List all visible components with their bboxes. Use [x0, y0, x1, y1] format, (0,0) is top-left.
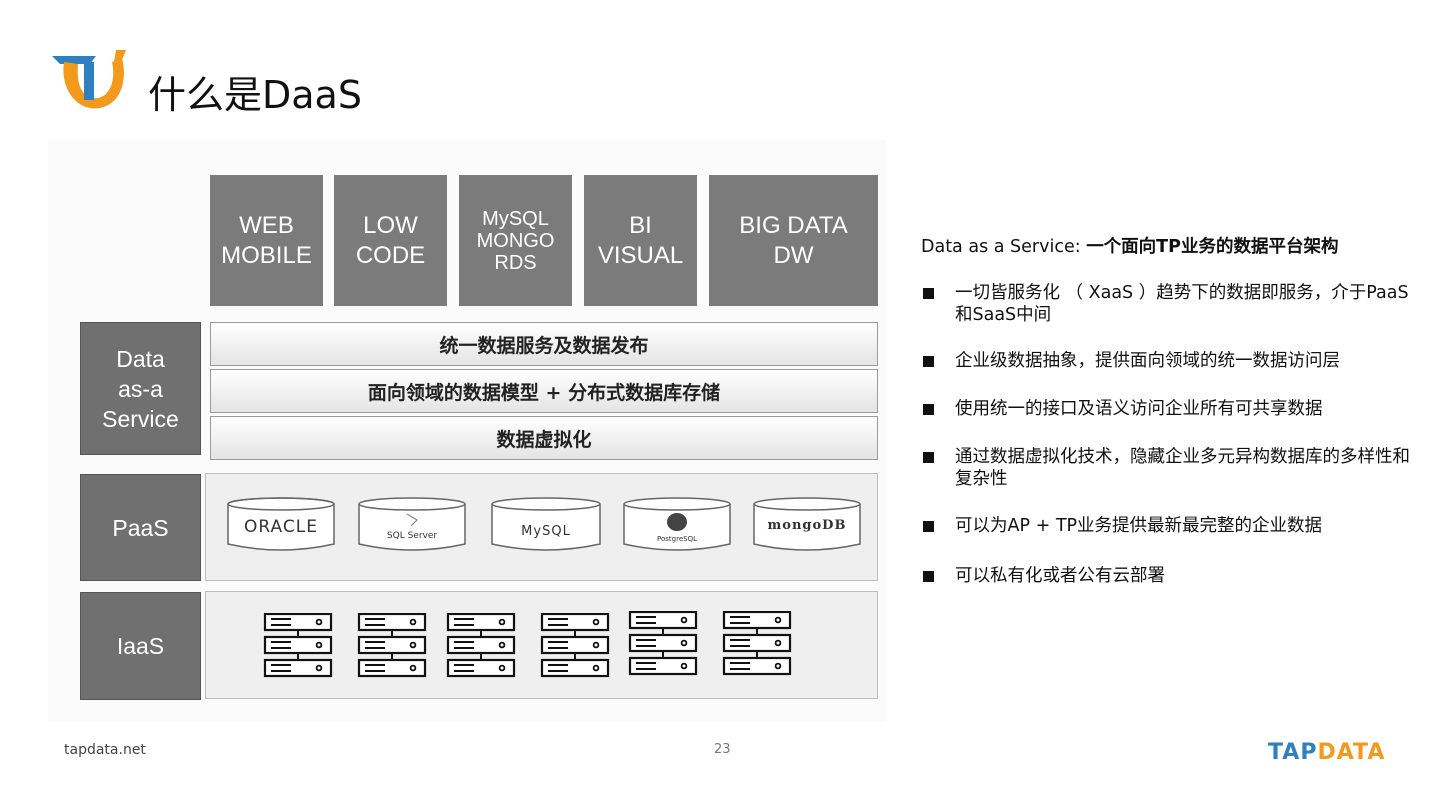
app-box-big-data-dw: BIG DATA DW [709, 175, 878, 306]
server-rack-icon [357, 612, 427, 679]
footer-site: tapdata.net [64, 742, 146, 758]
app-line: BI [629, 211, 652, 239]
oracle-db: ORACLE [226, 496, 336, 554]
list-item: 使用统一的接口及语义访问企业所有可共享数据 [921, 398, 1426, 420]
band-unified-data-service: 统一数据服务及数据发布 [210, 322, 878, 366]
layer-label-text: IaaS [116, 633, 165, 659]
server-rack-icon [540, 612, 610, 679]
list-item: 通过数据虚拟化技术，隐藏企业多元异构数据库的多样性和复杂性 [921, 446, 1426, 490]
app-line: MOBILE [221, 241, 312, 269]
app-line: MONGO [476, 229, 555, 252]
page-number: 23 [714, 742, 731, 757]
server-rack-icon [722, 610, 792, 677]
app-line: LOW [363, 211, 418, 239]
server-rack-icon [263, 612, 333, 679]
app-line: CODE [355, 241, 426, 269]
layer-label-line: Service [102, 405, 179, 432]
layer-label-iaas: IaaS [80, 592, 201, 700]
brand-wordmark: TAPDATA [1268, 740, 1385, 765]
list-item: 可以私有化或者公有云部署 [921, 565, 1426, 587]
heading-strong: 一个面向TP业务的数据平台架构 [1086, 237, 1339, 257]
mysql-logo: MySQL [521, 524, 571, 539]
band-domain-data-model: 面向领域的数据模型 + 分布式数据库存储 [210, 369, 878, 413]
app-line: RDS [494, 251, 537, 274]
server-rack-icon [446, 612, 516, 679]
app-line: DW [773, 241, 814, 269]
app-box-mysql-mongo-rds: MySQL MONGO RDS [459, 175, 572, 306]
layer-label-line: Data [116, 345, 165, 372]
mongodb-logo: mongoDB [767, 518, 847, 533]
right-heading: Data as a Service: 一个面向TP业务的数据平台架构 [921, 233, 1338, 258]
brand-part-2: DATA [1317, 740, 1386, 765]
list-item: 企业级数据抽象，提供面向领域的统一数据访问层 [921, 350, 1426, 372]
sqlserver-db: SQL Server [357, 496, 467, 554]
layer-label-text: PaaS [112, 514, 169, 541]
heading-prefix: Data as a Service: [921, 237, 1087, 257]
oracle-logo: ORACLE [244, 517, 318, 537]
list-item: 一切皆服务化 （ XaaS ）趋势下的数据即服务，介于PaaS和SaaS中间 [921, 282, 1426, 326]
server-rack-icon [628, 610, 698, 677]
feature-list: 一切皆服务化 （ XaaS ）趋势下的数据即服务，介于PaaS和SaaS中间 企… [921, 282, 1426, 587]
app-line: WEB [239, 211, 294, 239]
app-box-bi-visual: BI VISUAL [584, 175, 697, 306]
postgresql-logo: PostgreSQL [657, 535, 697, 543]
app-line: VISUAL [597, 241, 684, 269]
mysql-db: MySQL [490, 496, 602, 554]
layer-label-paas: PaaS [80, 474, 201, 581]
mongodb-db: mongoDB [752, 496, 862, 554]
app-line: MySQL [482, 207, 549, 230]
app-box-low-code: LOW CODE [334, 175, 447, 306]
layer-label-line: as-a [118, 375, 163, 402]
page-title: 什么是DaaS [148, 73, 362, 117]
postgresql-db: PostgreSQL [622, 496, 732, 554]
layer-label-daas: Data as-a Service [80, 322, 201, 455]
brand-part-1: TAP [1268, 740, 1318, 765]
tapdata-logo-icon [50, 50, 130, 116]
sqlserver-logo: SQL Server [386, 531, 438, 541]
app-line: BIG DATA [739, 211, 848, 239]
app-box-web-mobile: WEB MOBILE [210, 175, 323, 306]
band-data-virtualization: 数据虚拟化 [210, 416, 878, 460]
list-item: 可以为AP + TP业务提供最新最完整的企业数据 [921, 515, 1426, 537]
